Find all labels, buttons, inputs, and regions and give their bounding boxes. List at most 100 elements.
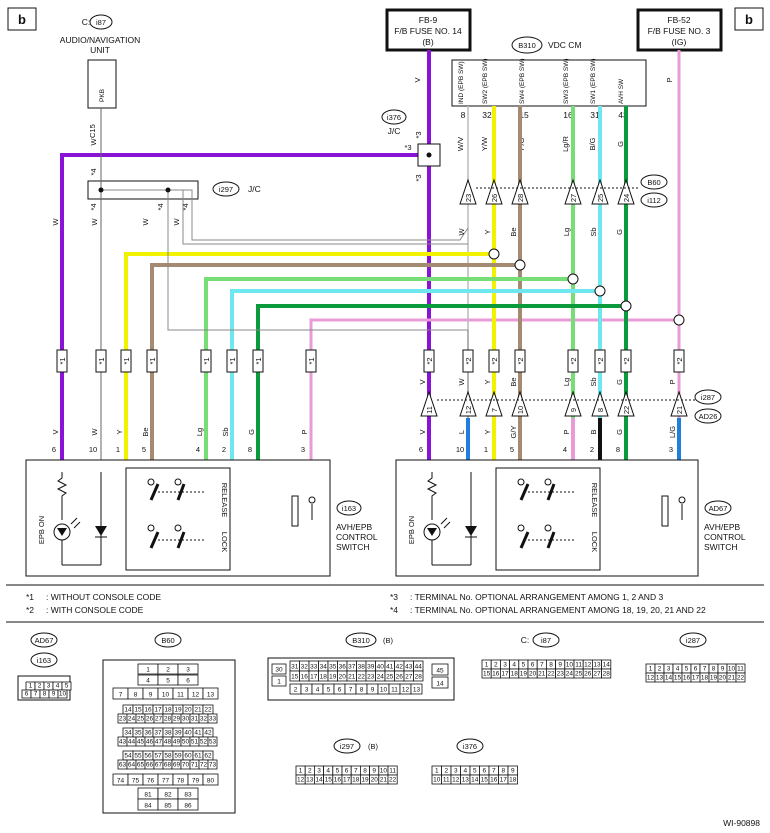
vdc-pin-function: SW1 (EPB SW) xyxy=(590,58,597,104)
led-triangle xyxy=(57,528,67,536)
pin-label: 40 xyxy=(184,730,192,737)
svg-text:FB-9: FB-9 xyxy=(419,15,438,25)
pin-label: 3 xyxy=(305,687,309,694)
thin-wire xyxy=(182,190,468,245)
pin-label: 1 xyxy=(299,768,303,775)
vdc-pin-number: 15 xyxy=(519,110,529,120)
pin-label: 14 xyxy=(603,662,611,669)
pin-label: 10 xyxy=(380,687,388,694)
contact xyxy=(308,496,316,504)
option-mark: *4 xyxy=(89,203,98,210)
svg-text:AVH/EPB: AVH/EPB xyxy=(704,522,741,532)
pin-label: 8 xyxy=(363,768,367,775)
b60-wire-color: G xyxy=(615,229,624,235)
pin-label: 9 xyxy=(558,662,562,669)
option-mark-box xyxy=(56,349,68,373)
svg-text:SWITCH: SWITCH xyxy=(336,542,370,552)
pin-number: 8 xyxy=(616,445,620,454)
pin-label: 13 xyxy=(306,777,314,784)
pin-label: 56 xyxy=(144,753,152,760)
pin-number: 5 xyxy=(142,445,146,454)
pin-label: 78 xyxy=(177,778,185,785)
wire-color-label: W xyxy=(51,218,60,226)
svg-text:b: b xyxy=(745,12,753,27)
pin-label: 15 xyxy=(325,777,333,784)
pin-label: 32 xyxy=(200,716,208,723)
junction-dot xyxy=(514,259,526,271)
junction-dot xyxy=(673,314,685,326)
i287-terminal xyxy=(617,390,635,417)
pin-cell xyxy=(507,774,518,785)
pin-label: 62 xyxy=(204,753,212,760)
svg-text:AD26: AD26 xyxy=(699,412,718,421)
i287-terminal xyxy=(591,390,609,417)
pin-label: 43 xyxy=(119,739,127,746)
wire-color-label: Y xyxy=(115,429,124,434)
contact xyxy=(174,524,182,532)
avh-switch xyxy=(291,495,299,527)
option-mark-box xyxy=(200,349,212,373)
connector-tag-label: i87 xyxy=(541,636,551,645)
b60-wire-color: Be xyxy=(509,227,518,236)
pin-label: 17 xyxy=(343,777,351,784)
option-mark: *1 xyxy=(58,357,67,364)
pin-label: 1 xyxy=(435,768,439,775)
option-mark-box xyxy=(620,349,632,373)
pin-cell xyxy=(601,668,612,679)
pin-label: 8 xyxy=(43,691,47,698)
pin-label: 12 xyxy=(647,675,655,682)
i287-terminal xyxy=(511,390,529,417)
svg-text:*4: *4 xyxy=(390,605,398,615)
svg-text:(B): (B) xyxy=(422,37,434,47)
option-mark: *1 xyxy=(97,357,106,364)
pin-label: 12 xyxy=(192,692,200,699)
pin-number: 5 xyxy=(510,445,514,454)
pin-cell xyxy=(410,683,423,695)
resistor xyxy=(56,472,68,520)
pin-label: 4 xyxy=(326,768,330,775)
svg-text:F/B FUSE NO. 14: F/B FUSE NO. 14 xyxy=(394,26,462,36)
pin-label: 10 xyxy=(380,768,388,775)
pin-cell xyxy=(202,687,219,700)
pin-label: 39 xyxy=(367,664,375,671)
pin-label: 30 xyxy=(182,716,190,723)
option-mark-box xyxy=(305,349,317,373)
pin-label: 14 xyxy=(436,681,444,688)
pin-label: 36 xyxy=(339,664,347,671)
pin-number: 2 xyxy=(590,445,594,454)
pin-number: 3 xyxy=(301,445,305,454)
pin-label: 72 xyxy=(200,762,208,769)
svg-text:AVH/EPB: AVH/EPB xyxy=(336,522,373,532)
wire-color-label: Sb xyxy=(221,427,230,436)
b60-pin-number: 25 xyxy=(596,194,605,202)
contact xyxy=(174,478,182,486)
pin-label: 17 xyxy=(154,707,162,714)
pin-label: 1 xyxy=(485,662,489,669)
pin-label: 14 xyxy=(124,707,132,714)
pin-label: 15 xyxy=(483,671,491,678)
connector-tag xyxy=(679,632,707,648)
pin-label: 10 xyxy=(59,691,67,698)
pin-label: 10 xyxy=(728,666,736,673)
vdc-pin-color: Y/W xyxy=(480,136,489,151)
contact xyxy=(544,524,552,532)
splice-dot xyxy=(165,187,171,193)
junction-connector-i376: i376 J/C xyxy=(381,109,407,136)
pin-cell xyxy=(207,713,218,724)
pin-label: 15 xyxy=(674,675,682,682)
pin-label: 68 xyxy=(164,762,172,769)
connector-tag xyxy=(456,738,484,754)
pin-label: 24 xyxy=(128,716,136,723)
pin-label: 9 xyxy=(511,768,515,775)
pin-label: 26 xyxy=(396,674,404,681)
wire-lightgreen-left xyxy=(204,277,573,460)
pin-label: 1 xyxy=(29,683,33,690)
svg-text:i297: i297 xyxy=(219,185,233,194)
vdc-pin-number: 43 xyxy=(618,110,628,120)
svg-text:*3: *3 xyxy=(390,592,398,602)
wire-green-left xyxy=(256,304,626,460)
pin-label: 51 xyxy=(191,739,199,746)
